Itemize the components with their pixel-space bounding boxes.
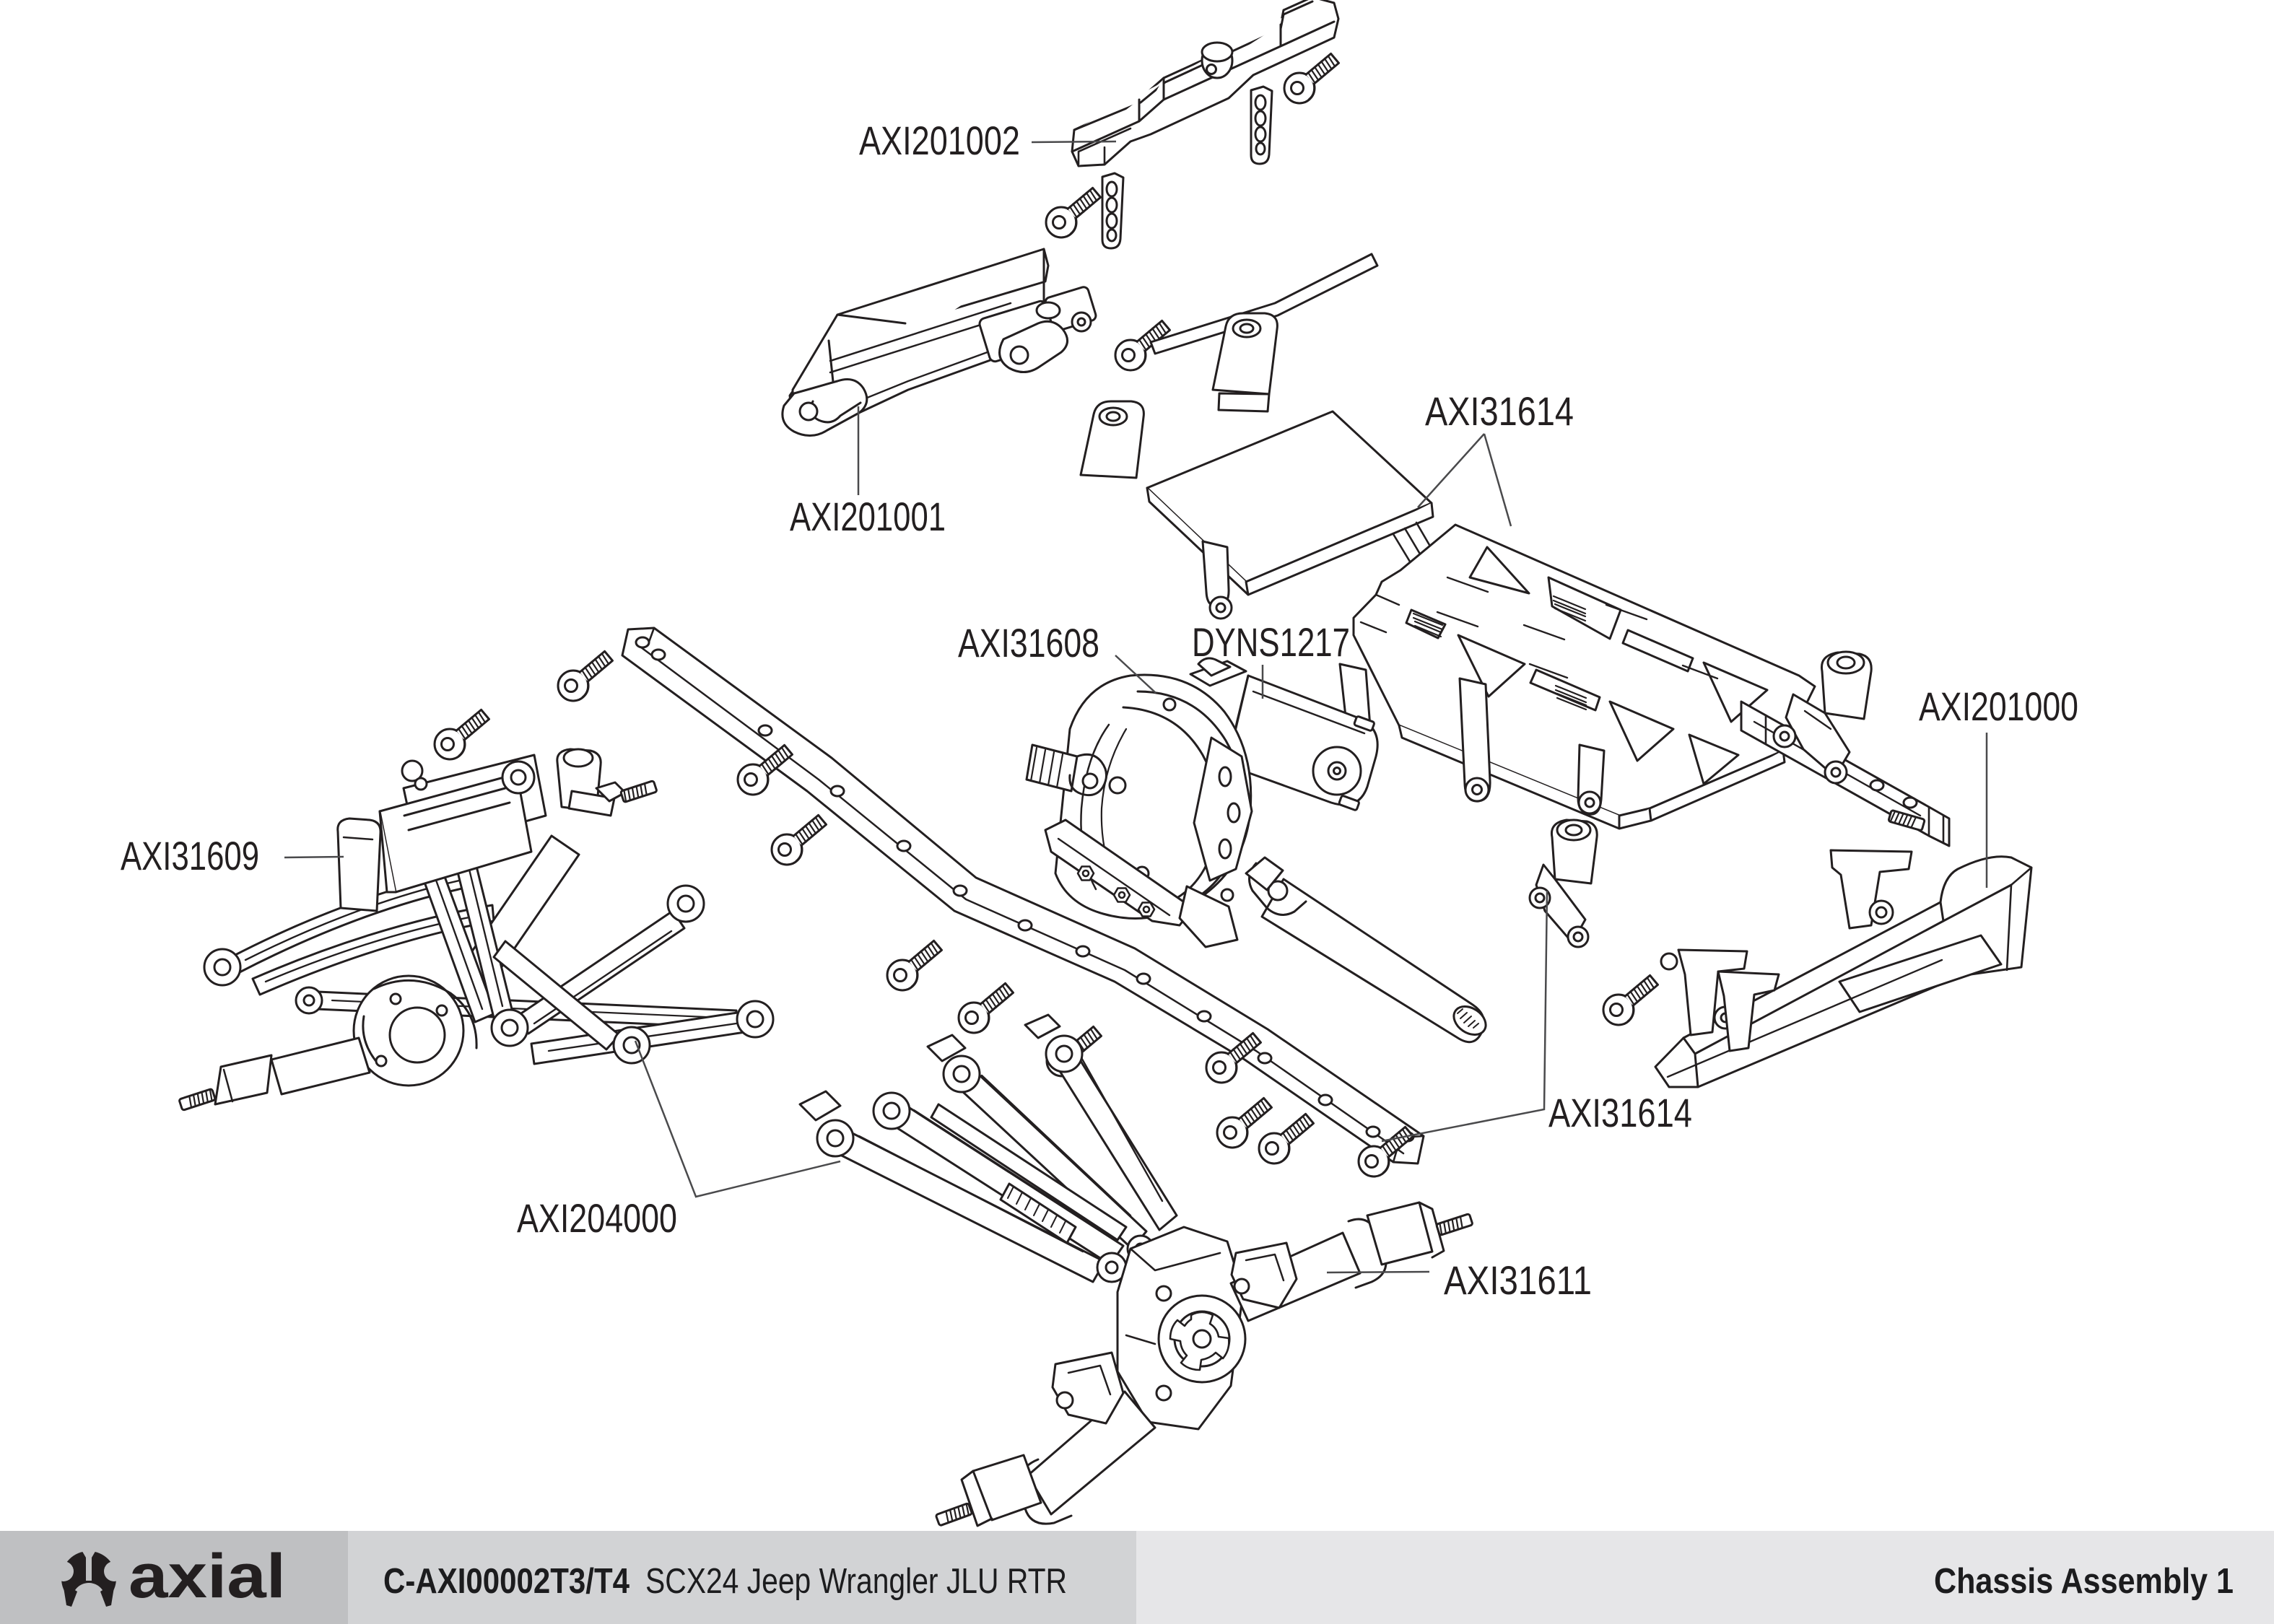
svg-text:AXI31614: AXI31614 (1548, 1090, 1692, 1135)
svg-text:AXI31609: AXI31609 (121, 833, 259, 878)
svg-text:AXI31608: AXI31608 (958, 620, 1099, 665)
svg-text:AXI31611: AXI31611 (1444, 1257, 1592, 1303)
svg-text:C-AXI00002T3/T4: C-AXI00002T3/T4 (383, 1562, 630, 1601)
svg-text:AXI201001: AXI201001 (790, 494, 946, 539)
svg-text:AXI204000: AXI204000 (517, 1195, 677, 1241)
svg-text:Chassis Assembly 1: Chassis Assembly 1 (1934, 1562, 2234, 1601)
svg-text:AXI201000: AXI201000 (1919, 684, 2078, 729)
svg-text:AXI31614: AXI31614 (1425, 388, 1574, 434)
svg-text:DYNS1217: DYNS1217 (1192, 619, 1350, 665)
svg-text:AXI201002: AXI201002 (859, 118, 1020, 163)
svg-text:SCX24 Jeep Wrangler JLU RTR: SCX24 Jeep Wrangler JLU RTR (645, 1562, 1067, 1601)
svg-text:axial: axial (128, 1542, 286, 1611)
